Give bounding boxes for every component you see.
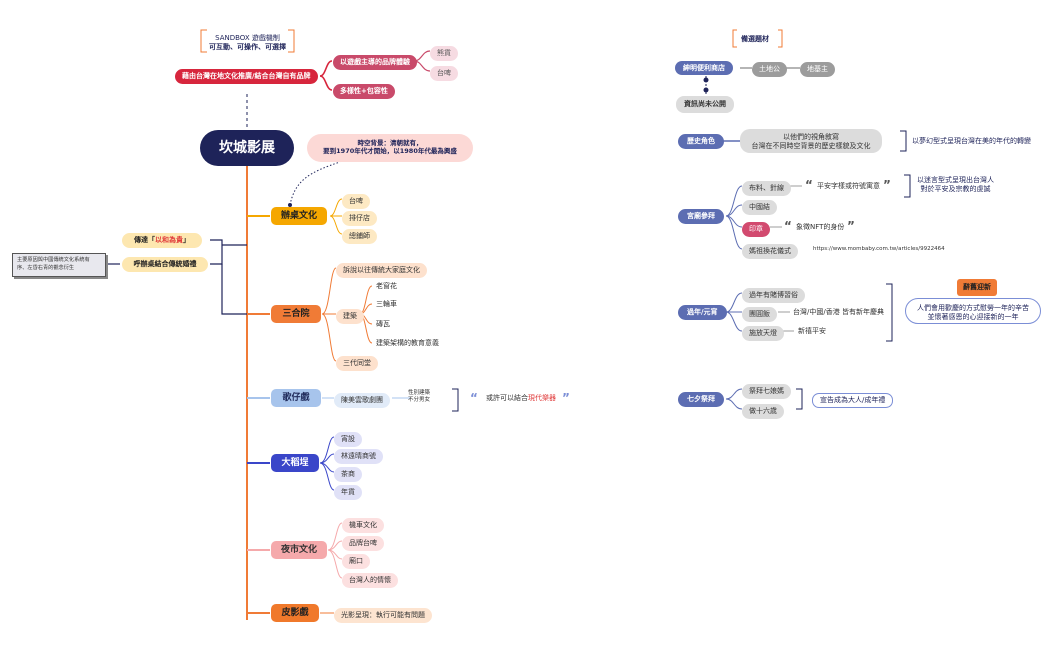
nightmarket-child-1[interactable]: 機車文化	[342, 518, 384, 533]
temple-note-line1: 以迷言型式呈現出台灣人	[917, 176, 994, 184]
history-line2: 台灣在不同時空背景的歷史樣貌及文化	[751, 141, 871, 150]
candidate-topics-label: 備選題材	[741, 35, 769, 43]
building-leaf-1[interactable]: 老窗花	[376, 282, 397, 290]
opera-child-troupe[interactable]: 陳美雲歌劇團	[334, 393, 390, 408]
history-note: 以夢幻型式呈現台灣在美的年代的轉變	[912, 137, 1031, 145]
convey-prefix: 傳達「	[134, 236, 155, 244]
temple-quote1: 平安字樣或符號寓意	[817, 182, 880, 190]
dadaocheng-child-3[interactable]: 茶商	[334, 467, 362, 482]
newyear-child2-note: 台灣/中國/香港 皆有新年慶典	[793, 308, 884, 316]
time-bg-line1: 時空背景：清朝就有，	[357, 139, 423, 147]
nightmarket-child-4[interactable]: 台灣人的情懷	[342, 573, 398, 588]
dadaocheng-child-1[interactable]: 宵設	[334, 432, 362, 447]
shop-child-2[interactable]: 地基主	[800, 62, 835, 77]
sanheyuan-child-family[interactable]: 訴說以往傳統大家庭文化	[336, 263, 427, 278]
temple-child-knot[interactable]: 中國結	[742, 200, 777, 215]
qixi-child-2[interactable]: 做十六歲	[742, 404, 784, 419]
shadow-child[interactable]: 光影呈現：執行可能有問題	[334, 608, 432, 623]
temple-child-ritual[interactable]: 媽祖換花儀式	[742, 244, 798, 259]
building-leaf-4[interactable]: 建築架構的教育意義	[376, 339, 439, 347]
newyear-summary: 人們會用歡慶的方式慰勞一年的辛苦 並懷著感恩的心迎接新的一年	[905, 298, 1041, 324]
quote-open-icon: “	[470, 391, 478, 405]
dadaocheng-child-4[interactable]: 年貨	[334, 485, 362, 500]
root-node[interactable]: 坎城影展	[200, 130, 294, 166]
newyear-summary-line1: 人們會用歡慶的方式慰勞一年的辛苦	[917, 304, 1029, 312]
top-branch-diversity[interactable]: 多樣性+包容性	[333, 84, 395, 99]
banquet-child-2[interactable]: 排仔店	[342, 211, 377, 226]
temple-node[interactable]: 宮廟參拜	[678, 209, 724, 224]
shop-node[interactable]: 紳明便利商店	[675, 61, 733, 75]
sandbox-subtitle: 可互動、可操作、可選擇	[209, 42, 286, 51]
call-wedding-node[interactable]: 呼辦桌結合傳統婚禮	[122, 257, 208, 272]
newyear-node[interactable]: 過年/元宵	[678, 305, 727, 320]
qixi-node[interactable]: 七夕祭拜	[678, 392, 724, 407]
shop-child-1[interactable]: 土地公	[752, 62, 787, 77]
opera-note-line1: 性別建築	[408, 390, 431, 396]
reaffirm-badge: 辭舊迎新	[957, 279, 997, 296]
opera-quote: 或許可以結合現代樂器	[486, 394, 556, 403]
branch-dadaocheng[interactable]: 大稻埕	[271, 454, 319, 472]
time-bg-line2: 要到1970年代才開始，以1980年代最為興盛	[323, 147, 457, 156]
quote-close-icon: ”	[562, 391, 570, 405]
side-note-line2: 序、左昏右青的觀念衍生	[17, 264, 75, 271]
temple-quote2-open-icon: “	[784, 219, 792, 233]
branch-banquet[interactable]: 辦桌文化	[271, 207, 327, 225]
building-leaf-2[interactable]: 三輪車	[376, 300, 397, 308]
opera-gender-note: 性別建築 不分男女	[408, 390, 430, 404]
history-node[interactable]: 歷史角色	[678, 134, 724, 149]
top-main-node[interactable]: 藉由台灣在地文化推廣/結合台灣自有品牌	[175, 69, 318, 84]
banquet-child-1[interactable]: 台啤	[342, 194, 370, 209]
newyear-child-2[interactable]: 團圓飯	[742, 307, 777, 322]
history-detail[interactable]: 以他們的視角敘寫 台灣在不同時空背景的歷史樣貌及文化	[740, 129, 882, 153]
banquet-child-3[interactable]: 總鋪師	[342, 229, 377, 244]
side-note-line1: 主要原因與中國傳統文化系統有	[17, 257, 90, 263]
temple-quote1-close-icon: ”	[883, 178, 891, 192]
side-note: 主要原因與中國傳統文化系統有 序、左昏右青的觀念衍生	[12, 253, 106, 277]
newyear-child-3[interactable]: 施放天燈	[742, 326, 784, 341]
opera-quote-highlight: 現代樂器	[528, 394, 556, 402]
sanheyuan-child-building[interactable]: 建築	[336, 309, 364, 324]
temple-quote1-open-icon: “	[805, 178, 813, 192]
temple-note: 以迷言型式呈現出台灣人 對於平安及宗教的虔誠	[917, 176, 994, 194]
newyear-child-1[interactable]: 過年有賭博習俗	[742, 288, 805, 303]
convey-suffix: 」	[183, 236, 190, 244]
branch-opera[interactable]: 歌仔戲	[271, 389, 321, 407]
temple-quote2-close-icon: ”	[847, 219, 855, 233]
newyear-child3-note: 新禧平安	[798, 327, 826, 335]
top-leaf-1[interactable]: 熊貨	[430, 46, 458, 61]
building-leaf-3[interactable]: 磚瓦	[376, 320, 390, 328]
opera-quote-prefix: 或許可以結合	[486, 394, 528, 402]
temple-ritual-link[interactable]: https://www.mombaby.com.tw/articles/9922…	[813, 246, 945, 252]
qixi-note: 宣告成為大人/成年禮	[812, 393, 894, 408]
top-branch-brand-experience[interactable]: 以遊戲主導的品牌體驗	[333, 55, 417, 70]
nightmarket-child-2[interactable]: 品牌台啤	[342, 536, 384, 551]
sandbox-note: SANDBOX 遊戲機制 可互動、可操作、可選擇	[207, 34, 288, 52]
qixi-child-1[interactable]: 祭拜七娘媽	[742, 384, 791, 399]
dadaocheng-child-2[interactable]: 林遠晴商號	[334, 449, 383, 464]
root-label: 坎城影展	[219, 140, 275, 156]
temple-child-seal[interactable]: 印章	[742, 222, 770, 237]
convey-harmony-node[interactable]: 傳達「以和為貴」	[122, 233, 202, 248]
sandbox-title: SANDBOX 遊戲機制	[215, 34, 280, 42]
newyear-summary-line2: 並懷著感恩的心迎接新的一年	[927, 312, 1019, 321]
sanheyuan-child-generations[interactable]: 三代同堂	[336, 356, 378, 371]
opera-note-line2: 不分男女	[408, 396, 431, 403]
time-background-note: 時空背景：清朝就有， 要到1970年代才開始，以1980年代最為興盛	[307, 134, 473, 162]
convey-highlight: 以和為貴	[155, 236, 183, 244]
branch-shadow-play[interactable]: 皮影戲	[271, 604, 319, 622]
history-line1: 以他們的視角敘寫	[783, 133, 839, 141]
nightmarket-child-3[interactable]: 廟口	[342, 554, 370, 569]
temple-note-line2: 對於平安及宗教的虔誠	[920, 184, 991, 193]
branch-night-market[interactable]: 夜市文化	[271, 541, 327, 559]
temple-child-fabric[interactable]: 布料、針線	[742, 181, 791, 196]
unpublished-node[interactable]: 資訊尚未公開	[676, 96, 734, 113]
temple-quote2: 象徵NFT的身份	[796, 223, 845, 231]
top-leaf-2[interactable]: 台啤	[430, 66, 458, 81]
branch-sanheyuan[interactable]: 三合院	[271, 305, 321, 323]
